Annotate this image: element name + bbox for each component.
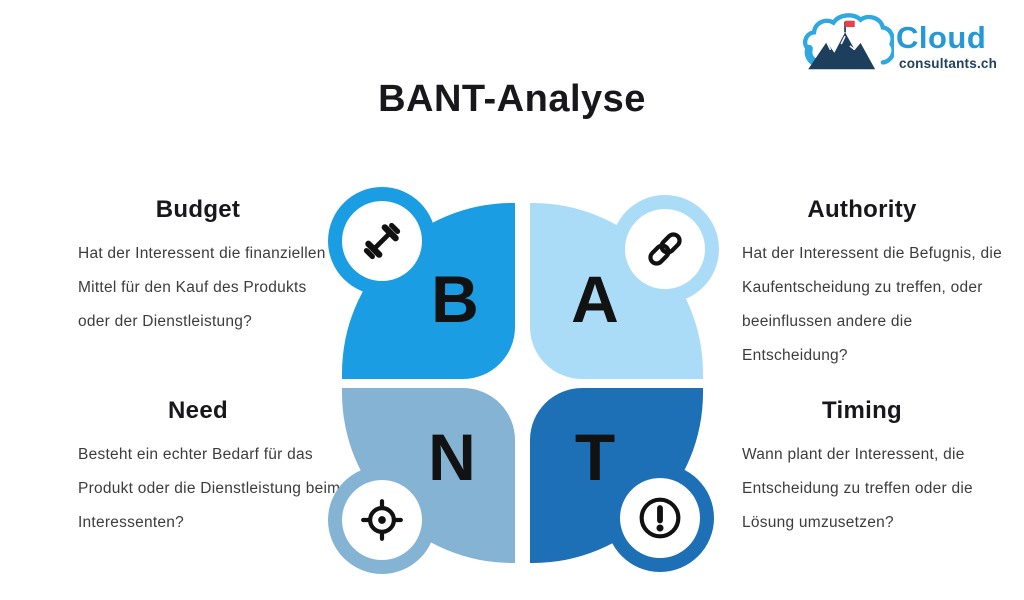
- timing-icon-circle: [620, 478, 700, 558]
- flag-icon: [845, 20, 855, 28]
- budget-heading: Budget: [155, 196, 241, 223]
- need-icon-circle: [342, 480, 422, 560]
- need-text-block: Need Besteht ein echter Bedarf für das P…: [78, 397, 341, 540]
- target-icon: [361, 499, 403, 541]
- letter-b: B: [431, 262, 479, 336]
- cloud-mountain-flag-logo-icon: [803, 13, 894, 70]
- timing-heading: Timing: [821, 397, 903, 424]
- authority-icon-circle: [625, 209, 705, 289]
- letter-n: N: [428, 420, 476, 494]
- authority-line: beeinflussen andere die: [742, 313, 913, 330]
- budget-line: Mittel für den Kauf des Produkts: [78, 279, 307, 296]
- budget-icon-circle: [342, 201, 422, 281]
- need-line: Interessenten?: [78, 514, 185, 531]
- timing-line: Lösung umzusetzen?: [742, 514, 894, 531]
- need-line: Produkt oder die Dienstleistung beim: [78, 480, 341, 497]
- letter-a: A: [571, 262, 619, 336]
- exclamation-circle-icon: [639, 497, 681, 539]
- authority-line: Hat der Interessent die Befugnis, die: [742, 245, 1002, 262]
- budget-line: oder der Dienstleistung?: [78, 313, 253, 330]
- timing-line: Wann plant der Interessent, die: [742, 446, 965, 463]
- authority-text-block: Authority Hat der Interessent die Befugn…: [742, 196, 1002, 373]
- timing-line: Entscheidung zu treffen oder die: [742, 480, 973, 497]
- logo: Cloud consultants.ch: [800, 12, 997, 76]
- bant-quadrant-diagram: B A N T: [328, 185, 719, 578]
- authority-heading: Authority: [807, 196, 917, 223]
- page-title: BANT-Analyse: [378, 78, 646, 120]
- need-heading: Need: [168, 397, 228, 424]
- need-line: Besteht ein echter Bedarf für das: [78, 446, 313, 463]
- budget-line: Hat der Interessent die finanziellen: [78, 245, 326, 262]
- logo-domain: consultants.ch: [899, 56, 998, 71]
- authority-line: Kaufentscheidung zu treffen, oder: [742, 279, 983, 296]
- budget-text-block: Budget Hat der Interessent die finanziel…: [78, 196, 326, 339]
- authority-line: Entscheidung?: [742, 347, 848, 364]
- logo-text: Cloud consultants.ch: [896, 22, 997, 71]
- chain-link-icon: [648, 232, 682, 266]
- dumbbell-icon: [363, 222, 401, 260]
- mountain-icon: [808, 32, 876, 70]
- timing-text-block: Timing Wann plant der Interessent, die E…: [742, 398, 982, 540]
- letter-t: T: [574, 420, 616, 494]
- logo-brand: Cloud: [896, 20, 987, 55]
